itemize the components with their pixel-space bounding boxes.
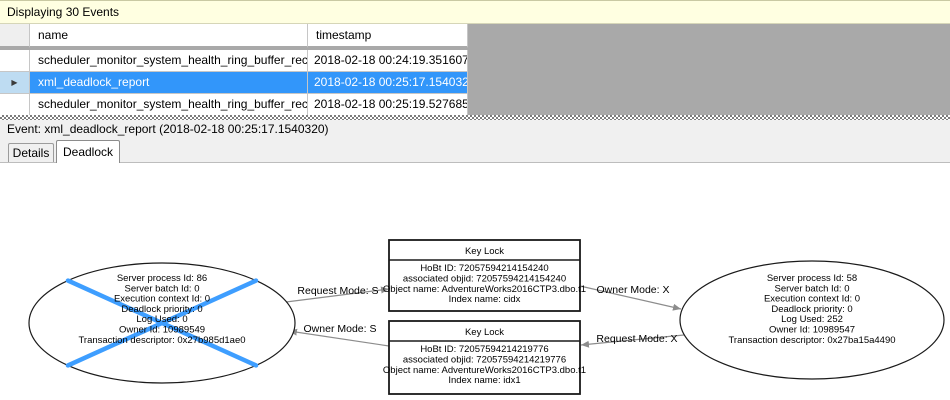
column-header-timestamp[interactable]: timestamp — [308, 24, 468, 48]
resource-title: Key Lock — [465, 327, 504, 338]
resource-rect[interactable] — [388, 320, 581, 395]
row-gutter[interactable] — [0, 50, 30, 72]
resource-title: Key Lock — [465, 246, 504, 257]
process-detail-line: Log Used: 252 — [781, 314, 843, 325]
process-detail-line: Execution context Id: 0 — [114, 294, 210, 305]
process-detail-line: Server process Id: 86 — [117, 273, 207, 284]
resource-detail-line: HoBt ID: 72057594214219776 — [420, 344, 548, 355]
process-detail-line: Server process Id: 58 — [767, 273, 857, 284]
current-row-marker[interactable]: ▶ — [0, 72, 30, 94]
resource-detail-line: Index name: cidx — [449, 294, 521, 305]
edge-label: Request Mode: X — [596, 333, 677, 345]
resource-detail-line: Object name: AdventureWorks2016CTP3.dbo.… — [383, 365, 586, 376]
grid-splitter-handle[interactable] — [0, 115, 950, 120]
edge-label: Owner Mode: S — [304, 323, 377, 335]
tab-strip: Details Deadlock — [0, 139, 950, 163]
event-timestamp-cell[interactable]: 2018-02-18 00:24:19.3516078 — [308, 50, 468, 72]
edge-line — [579, 285, 682, 311]
event-name-cell[interactable]: scheduler_monitor_system_health_ring_buf… — [30, 94, 308, 116]
process-detail-line: Deadlock priority: 0 — [121, 304, 202, 315]
edge-label: Owner Mode: X — [597, 284, 670, 296]
resource-detail-line: HoBt ID: 72057594214154240 — [420, 263, 548, 274]
deadlock-graph-canvas: Request Mode: S Owner Mode: X Owner Mode: … — [0, 162, 950, 400]
resource-detail-line: Object name: AdventureWorks2016CTP3.dbo.… — [383, 284, 586, 295]
event-name-cell[interactable]: xml_deadlock_report — [30, 72, 308, 94]
displaying-events-bar: Displaying 30 Events — [0, 0, 950, 24]
resource-detail-line: Index name: idx1 — [448, 375, 520, 386]
process-detail-line: Log Used: 0 — [136, 314, 187, 325]
edge-line — [285, 286, 390, 303]
resource-detail-line: associated objid: 72057594214154240 — [403, 273, 566, 284]
event-row-1[interactable]: scheduler_monitor_system_health_ring_buf… — [0, 50, 468, 72]
resource-rect[interactable] — [388, 239, 581, 312]
edge-process-right-to-resource-bottom: Request Mode: X — [580, 333, 685, 348]
edge-resource-bottom-to-process-left: Owner Mode: S — [288, 323, 390, 347]
edge-resource-top-to-process-right: Owner Mode: X — [579, 284, 682, 311]
grid-corner-cell — [0, 24, 30, 48]
event-name-cell[interactable]: scheduler_monitor_system_health_ring_buf… — [30, 50, 308, 72]
edge-line — [580, 334, 685, 348]
process-detail-line: Owner Id: 10989549 — [119, 325, 205, 336]
process-detail-line: Deadlock priority: 0 — [771, 304, 852, 315]
process-detail-line: Server batch Id: 0 — [775, 283, 850, 294]
event-timestamp-cell[interactable]: 2018-02-18 00:25:17.1540320 — [308, 72, 468, 94]
selected-event-label: Event: xml_deadlock_report (2018-02-18 0… — [0, 120, 950, 139]
tab-deadlock[interactable]: Deadlock — [56, 140, 120, 163]
edge-line — [288, 328, 390, 347]
victim-cross-icon — [65, 278, 259, 368]
edge-label: Request Mode: S — [297, 285, 378, 297]
events-grid-area: name timestamp scheduler_monitor_system_… — [0, 24, 950, 116]
process-detail-line: Transaction descriptor: 0x27ba15a4490 — [728, 335, 895, 346]
event-row-3[interactable]: scheduler_monitor_system_health_ring_buf… — [0, 94, 468, 116]
edge-process-left-to-resource-top: Request Mode: S — [285, 285, 390, 303]
process-detail-line: Owner Id: 10989547 — [769, 325, 855, 336]
deadlock-graph: Request Mode: S Owner Mode: X Owner Mode: … — [28, 239, 945, 395]
events-grid: name timestamp scheduler_monitor_system_… — [0, 24, 468, 116]
tab-details[interactable]: Details — [8, 143, 54, 162]
event-timestamp-cell[interactable]: 2018-02-18 00:25:19.5276859 — [308, 94, 468, 116]
process-detail-line: Transaction descriptor: 0x27b985d1ae0 — [78, 335, 245, 346]
process-detail-line: Execution context Id: 0 — [764, 294, 860, 305]
process-detail-line: Server batch Id: 0 — [125, 283, 200, 294]
process-ellipse[interactable] — [679, 260, 945, 380]
column-header-name[interactable]: name — [30, 24, 308, 48]
resource-detail-line: associated objid: 72057594214219776 — [403, 354, 566, 365]
grid-header-row: name timestamp — [0, 24, 468, 48]
row-gutter[interactable] — [0, 94, 30, 116]
